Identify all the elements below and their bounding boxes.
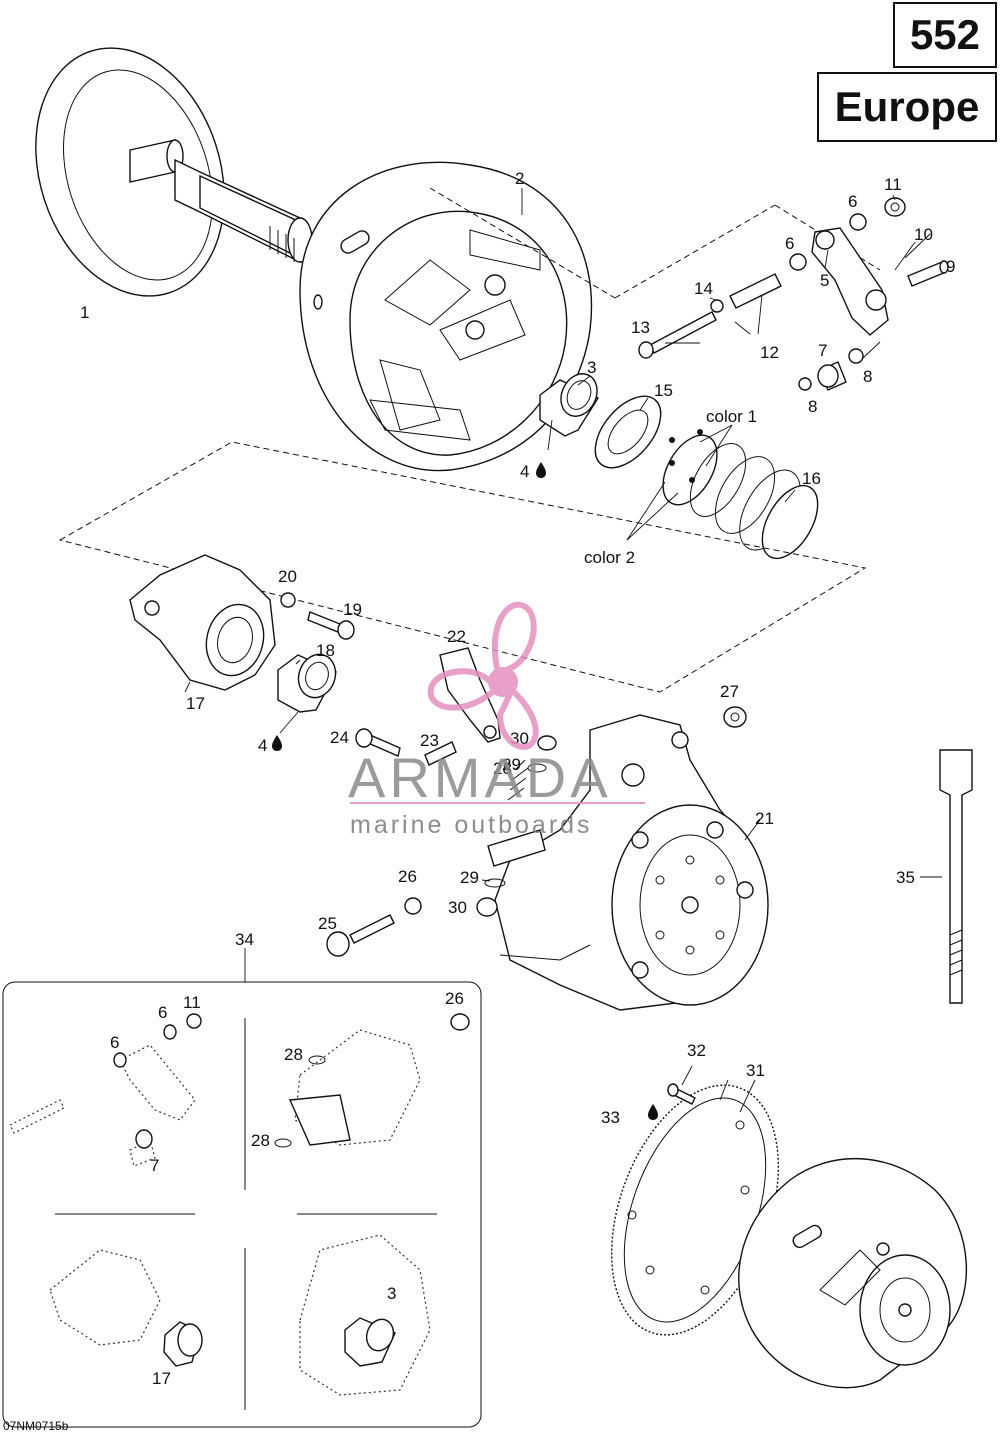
watermark-brand: ARMADA [348, 746, 612, 809]
callout-14: 14 [694, 279, 713, 298]
callout-34: 34 [235, 930, 254, 949]
label-color-1: color 1 [706, 407, 757, 426]
callout-33: 33 [601, 1108, 620, 1127]
oil-drop-icon [272, 735, 282, 751]
callout-29: 29 [502, 755, 521, 774]
callout-17: 17 [186, 694, 205, 713]
watermark-tagline: marine outboards [350, 811, 593, 839]
detail-callout-28: 28 [251, 1131, 270, 1150]
oil-drop-icon [536, 462, 546, 478]
callout-2: 2 [515, 169, 524, 188]
part-27-nut [723, 706, 747, 728]
callout-labels: 1 2 3 4 15 color 1 16 color 2 6 11 10 6 … [3, 169, 955, 1433]
callout-35: 35 [896, 868, 915, 887]
part-1-fixed-sheave [35, 47, 313, 297]
callout-16: 16 [802, 469, 821, 488]
region-box: Europe [817, 72, 997, 142]
callout-29: 29 [460, 868, 479, 887]
detail-callout-26: 26 [445, 989, 464, 1008]
callout-6: 6 [848, 192, 857, 211]
leader-lines [184, 188, 942, 1113]
callout-8: 8 [863, 367, 872, 386]
callout-22: 22 [447, 627, 466, 646]
part-15-washer [594, 395, 662, 469]
propeller-icon [427, 601, 539, 750]
part-26-washer [404, 897, 422, 915]
callout-1: 1 [80, 303, 89, 322]
clutch-drum [738, 1158, 968, 1389]
callout-30: 30 [448, 898, 467, 917]
callout-5: 5 [820, 271, 829, 290]
part-19-screw [307, 611, 355, 640]
part-28-spring [507, 759, 529, 801]
part-2-housing [299, 161, 881, 472]
detail-callout-17: 17 [152, 1369, 171, 1388]
callout-4: 4 [520, 462, 529, 481]
detail-callout-28: 28 [284, 1045, 303, 1064]
part-10-cotter-pin [904, 233, 931, 259]
callout-6: 6 [785, 234, 794, 253]
detail-callout-11: 11 [183, 993, 201, 1012]
callout-8: 8 [808, 397, 817, 416]
detail-callout-6: 6 [110, 1033, 119, 1052]
part-32-screw [667, 1083, 696, 1105]
part-21-governor-cup [494, 714, 769, 1011]
callout-11: 11 [884, 175, 902, 194]
part-29-30-oring-cap [476, 735, 557, 917]
callout-9: 9 [946, 257, 955, 276]
callout-19: 19 [343, 600, 362, 619]
callout-7: 7 [818, 341, 827, 360]
callout-15: 15 [654, 381, 673, 400]
callout-10: 10 [914, 225, 933, 244]
callout-28: 28 [493, 759, 512, 778]
callout-21: 21 [755, 809, 774, 828]
detail-callout-3: 3 [387, 1284, 396, 1303]
callout-24: 24 [330, 728, 349, 747]
part-3-bushing [539, 373, 600, 437]
callout-27: 27 [720, 682, 739, 701]
part-24-bolt [355, 728, 401, 757]
part-9-pin [907, 260, 949, 287]
drawing-code: 07NM0715b [3, 1419, 69, 1433]
label-color-2: color 2 [584, 548, 635, 567]
armada-watermark: ARMADA marine outboards [348, 601, 645, 839]
part-23-spacer [424, 741, 457, 766]
detail-callout-7: 7 [150, 1156, 159, 1175]
callout-4: 4 [258, 736, 267, 755]
part-20-washer [280, 592, 296, 608]
detail-box-34 [2, 948, 482, 1428]
part-7-8-roller [798, 348, 864, 391]
callout-18: 18 [316, 641, 335, 660]
callout-3: 3 [587, 358, 596, 377]
callout-31: 31 [746, 1061, 765, 1080]
callout-23: 23 [420, 731, 439, 750]
part-35-puller-tool [939, 749, 973, 1004]
callout-25: 25 [318, 914, 337, 933]
part-18-bushing [277, 653, 337, 713]
callout-20: 20 [278, 567, 297, 586]
part-25-bolt [326, 914, 395, 957]
oil-drop-icon [648, 1104, 658, 1120]
part-5-roller-arm [811, 227, 889, 336]
detail-callout-6: 6 [158, 1003, 167, 1022]
model-number-box: 552 [893, 2, 997, 68]
part-16-spring [662, 429, 819, 560]
part-6-washers [789, 213, 867, 271]
callout-13: 13 [631, 318, 650, 337]
part-11-nut [884, 197, 906, 217]
callout-26: 26 [398, 867, 417, 886]
callout-32: 32 [687, 1041, 706, 1060]
callout-12: 12 [760, 343, 779, 362]
part-17-spider [129, 554, 276, 691]
